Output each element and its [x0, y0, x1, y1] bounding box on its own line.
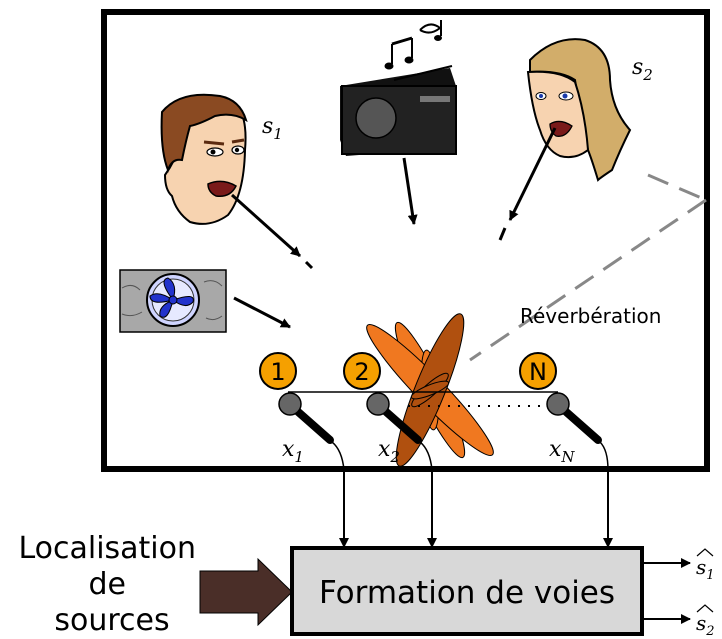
mic-badge-2: 2: [343, 352, 381, 390]
mic-signal-x1: x1: [282, 437, 304, 466]
svg-text:s1: s1: [696, 555, 715, 583]
speaker-s2-label: s2: [632, 55, 653, 84]
localisation-label: Localisation de sources: [18, 531, 205, 638]
mic-badge-n: N: [519, 352, 557, 390]
beamformer-label: Formation de voies: [319, 575, 615, 611]
output-s1-hat: s1: [696, 548, 715, 583]
reverberation-path: [469, 173, 707, 362]
svg-text:1: 1: [270, 358, 285, 386]
beamformer-block: [290, 546, 644, 636]
microphone-icon: [366, 392, 433, 471]
localisation-arrow: [199, 557, 293, 627]
signal-lines: [339, 469, 613, 548]
microphone-icon: [546, 392, 609, 471]
propagation-arrows: [230, 127, 557, 329]
svg-text:2: 2: [354, 358, 369, 386]
female-speaker-icon: [526, 38, 632, 182]
male-speaker-icon: [160, 93, 248, 225]
speaker-s1-label: s1: [262, 114, 283, 143]
output-arrows: [642, 558, 691, 624]
mic-signal-xn: xN: [549, 437, 575, 466]
radio-icon: [340, 65, 457, 156]
room-frame: [101, 9, 710, 472]
beam-pattern: [366, 313, 494, 467]
microphone-icon: [278, 392, 345, 471]
music-notes-icon: [384, 20, 442, 70]
reverberation-label: Réverbération: [520, 304, 661, 328]
mic-signal-x2: x2: [378, 437, 400, 466]
svg-text:N: N: [529, 358, 547, 386]
output-s2-hat: s2: [696, 604, 715, 639]
fan-icon: [119, 269, 227, 333]
svg-text:s2: s2: [696, 611, 715, 639]
mic-badge-1: 1: [259, 352, 297, 390]
